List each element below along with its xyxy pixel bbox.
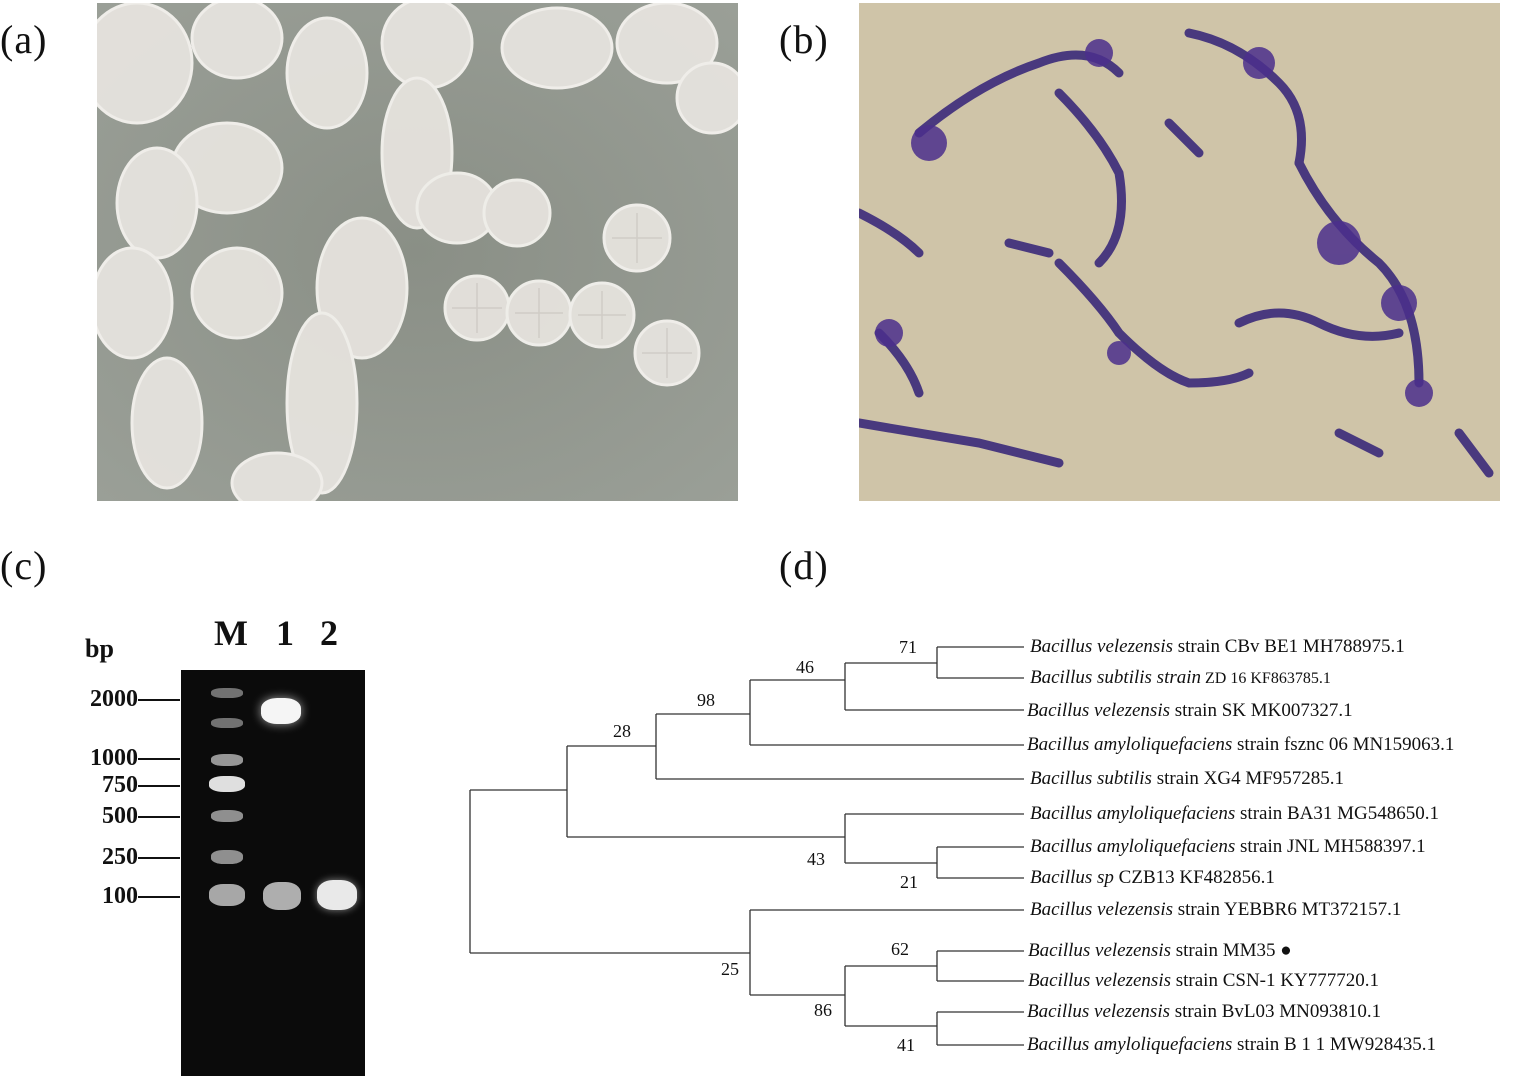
marker-band <box>209 884 245 906</box>
ladder-label-750: 750 <box>102 772 138 798</box>
bootstrap-value: 46 <box>796 657 814 677</box>
taxon-label: Bacillus amyloliquefaciens strain JNL MH… <box>1030 836 1426 857</box>
marker-band <box>211 850 243 864</box>
ladder-label-1000: 1000 <box>90 745 138 771</box>
panel-label-a: (a) <box>0 17 48 62</box>
lane1-low-band <box>263 882 301 910</box>
taxon-label: Bacillus subtilis strain ZD 16 KF863785.… <box>1030 667 1331 688</box>
lane-2-label: 2 <box>320 613 338 653</box>
bootstrap-value: 28 <box>613 721 631 741</box>
bp-unit-label: bp <box>85 634 114 663</box>
ladder-label-2000: 2000 <box>90 686 138 712</box>
ladder-tick <box>138 816 180 818</box>
taxon-label: Bacillus velezensis strain YEBBR6 MT3721… <box>1030 899 1402 920</box>
marker-band <box>211 718 243 728</box>
ladder-tick <box>138 758 180 760</box>
lane1-product-band <box>261 698 301 724</box>
taxon-label: Bacillus subtilis strain XG4 MF957285.1 <box>1030 768 1345 789</box>
marker-band <box>209 776 245 792</box>
ladder-label-500: 500 <box>102 803 138 829</box>
taxon-label: Bacillus amyloliquefaciens strain fsznc … <box>1027 734 1455 755</box>
taxon-label: Bacillus sp CZB13 KF482856.1 <box>1030 867 1275 888</box>
panel-label-c: (c) <box>0 543 48 588</box>
marker-band <box>211 688 243 698</box>
taxon-label: Bacillus velezensis strain CSN-1 KY77772… <box>1028 970 1379 991</box>
ladder-tick <box>138 857 180 859</box>
marker-band <box>211 810 243 822</box>
ladder-label-100: 100 <box>102 883 138 909</box>
panel-label-b: (b) <box>779 17 829 62</box>
lane2-low-band <box>317 880 357 910</box>
bootstrap-value: 98 <box>697 690 715 710</box>
ladder-tick <box>138 896 180 898</box>
marker-band <box>211 754 243 766</box>
taxon-label: Bacillus velezensis strain BvL03 MN09381… <box>1027 1001 1382 1022</box>
lane-1-label: 1 <box>276 613 294 653</box>
bootstrap-value: 25 <box>721 959 739 979</box>
bootstrap-value: 62 <box>891 939 909 959</box>
colony-morphology-photo <box>97 3 738 501</box>
ladder-tick <box>138 699 180 701</box>
ladder-label-250: 250 <box>102 844 138 870</box>
bootstrap-value: 71 <box>899 637 917 657</box>
bootstrap-value: 43 <box>807 849 825 869</box>
taxon-label: Bacillus velezensis strain CBv BE1 MH788… <box>1030 636 1405 657</box>
taxon-label: Bacillus amyloliquefaciens strain BA31 M… <box>1030 803 1439 824</box>
gram-stain-micrograph <box>859 3 1500 501</box>
bootstrap-value: 86 <box>814 1000 832 1020</box>
panel-label-d: (d) <box>779 543 829 588</box>
taxon-label: Bacillus amyloliquefaciens strain B 1 1 … <box>1027 1034 1436 1055</box>
taxon-label-mm35: Bacillus velezensis strain MM35 ● <box>1028 940 1292 961</box>
bootstrap-value: 21 <box>900 872 918 892</box>
ladder-tick <box>138 785 180 787</box>
agarose-gel-image <box>181 670 365 1076</box>
taxon-label: Bacillus velezensis strain SK MK007327.1 <box>1027 700 1353 721</box>
bootstrap-value: 41 <box>897 1035 915 1055</box>
lane-marker-label: M <box>214 613 248 653</box>
